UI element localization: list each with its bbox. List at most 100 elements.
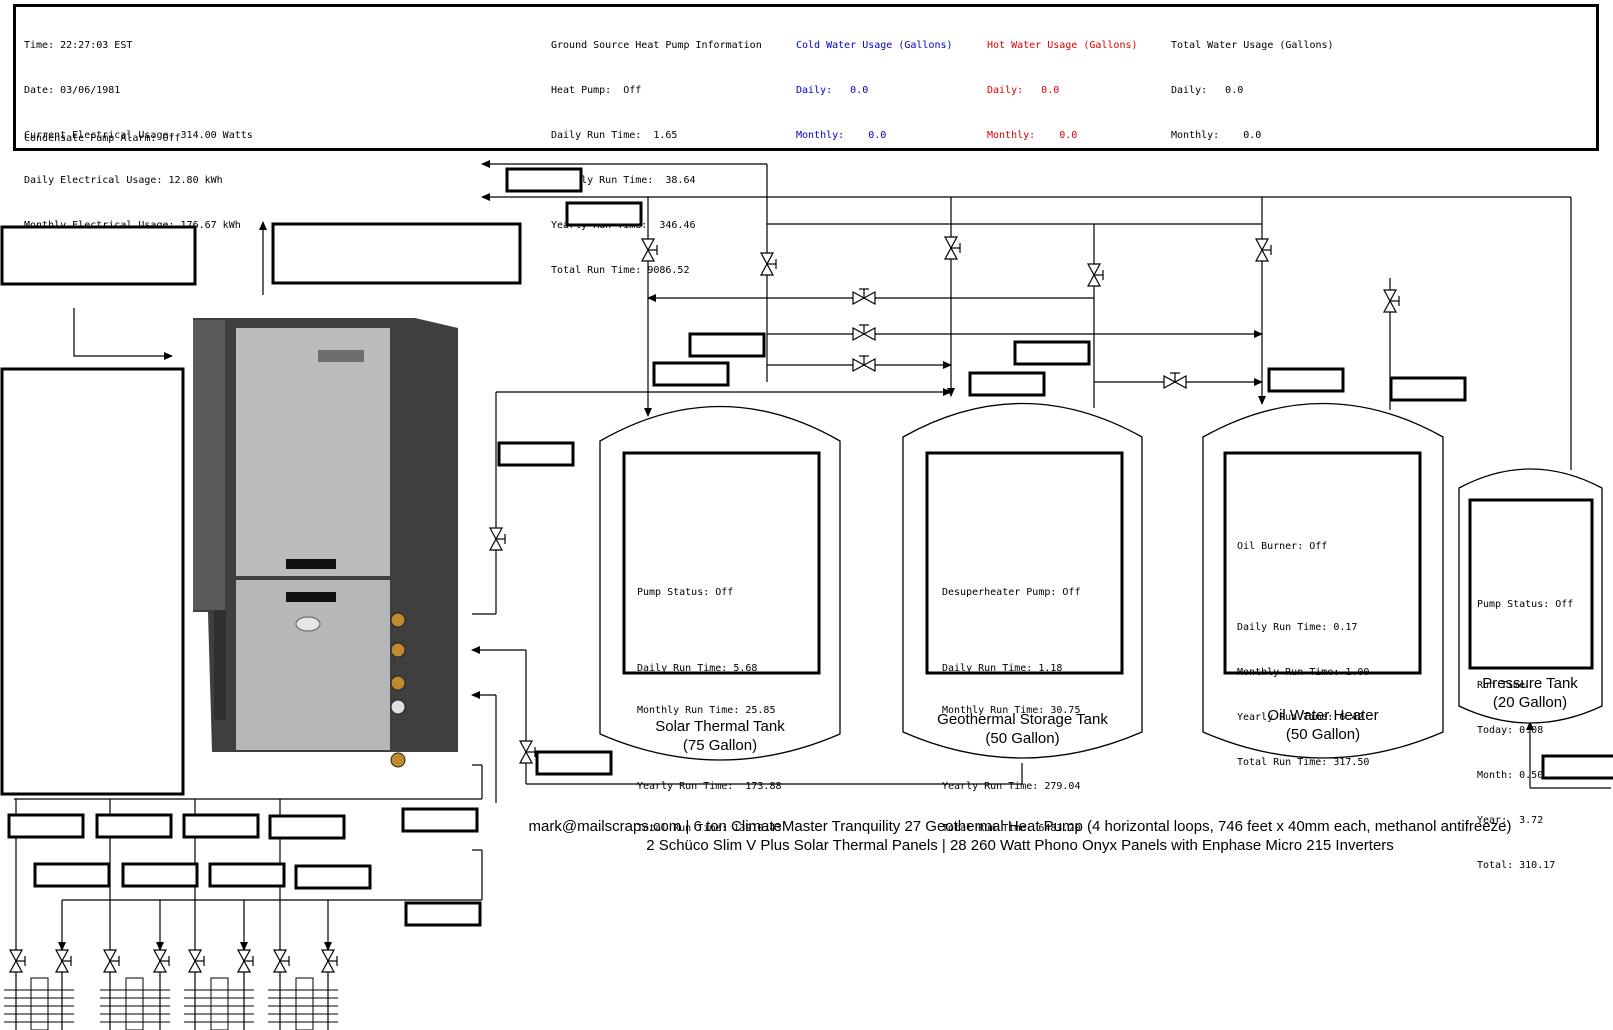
valve-heat-pump-return[interactable] xyxy=(519,740,536,764)
geothermal-tank-label: Geothermal Storage Tank (50 Gallon) xyxy=(937,711,1108,747)
total-water-usage-block: Total Water Usage (Gallons) Daily: 0.0 M… xyxy=(1171,8,1334,158)
solar-pump-status: Pump Status: Off xyxy=(637,587,734,598)
valve-loop-3-supply[interactable] xyxy=(188,949,205,973)
sensor-readout-box xyxy=(33,862,111,888)
pressure-tank-readout: Pump Status: Off Run Time Today: 0.08 Mo… xyxy=(1477,567,1573,888)
sensor-readout-box xyxy=(7,813,85,839)
solar-total-run: Total Run Time: 13910.43 xyxy=(637,823,782,834)
pressure-run-month: Month: 0.50 xyxy=(1477,770,1544,781)
ground-loop-coils xyxy=(4,977,338,1030)
valve-solar-inlet[interactable] xyxy=(641,238,658,262)
sensor-readout-box xyxy=(401,807,479,833)
hot-water-daily: Daily: 0.0 xyxy=(987,85,1060,96)
valve-cross-4[interactable] xyxy=(1163,372,1187,389)
sensor-readout-box xyxy=(208,862,286,888)
oil-heater-label: Oil Water Heater (50 Gallon) xyxy=(1267,707,1379,743)
condensate-pump-alarm: Condensate Pump Alarm: Off xyxy=(24,133,181,144)
current-electrical-usage: Current Electrical Usage: 314.00 Watts xyxy=(24,130,253,141)
heat-pump-daily-run: Daily Run Time: 1.65 xyxy=(551,130,678,141)
valve-loop-1-supply[interactable] xyxy=(9,949,26,973)
sensor-readouts xyxy=(0,167,1613,927)
cold-water-monthly: Monthly: 0.0 xyxy=(796,130,887,141)
sensor-readout-box xyxy=(268,814,346,840)
pressure-run-total: Total: 310.17 xyxy=(1477,860,1556,871)
sensor-readout-large-1 xyxy=(0,225,197,286)
valve-cross-3[interactable] xyxy=(852,355,876,372)
sensor-readout-box xyxy=(1541,754,1613,780)
valve-loop-2-supply[interactable] xyxy=(103,949,120,973)
sensor-readout-box xyxy=(1013,340,1091,366)
total-water-monthly: Monthly: 0.0 xyxy=(1171,130,1262,141)
geothermal-monthly-run: Monthly Run Time: 30.75 xyxy=(942,705,1081,716)
hot-water-usage-block: Hot Water Usage (Gallons) Daily: 0.0 Mon… xyxy=(987,8,1138,158)
sensor-readout-box xyxy=(535,750,613,776)
water-fitting-3 xyxy=(390,675,406,691)
sensor-readout-tall xyxy=(0,367,185,796)
oil-burner-status: Oil Burner: Off xyxy=(1237,541,1328,552)
sensor-readout-box xyxy=(1389,376,1467,402)
geothermal-tank-readout: Desuperheater Pump: Off Daily Run Time: … xyxy=(942,558,1080,850)
valve-cross-2[interactable] xyxy=(852,324,876,341)
solar-readout-frame xyxy=(622,451,821,675)
heat-pump-control-strip xyxy=(214,610,226,720)
water-fitting-1 xyxy=(390,612,406,628)
climatemaster-logo-badge xyxy=(295,616,321,632)
oil-total-run: Total Run Time: 317.50 xyxy=(1237,757,1370,768)
heat-pump-lower-panel xyxy=(236,580,390,750)
pressure-tank-label: Pressure Tank (20 Gallon) xyxy=(1482,675,1578,711)
oil-yearly-run: Yearly Run Time: 6.42 xyxy=(1237,712,1364,723)
valve-geothermal-return[interactable] xyxy=(1087,263,1104,287)
footer-solar-description: 2 Schüco Slim V Plus Solar Thermal Panel… xyxy=(646,837,1394,854)
sensor-readout-large-2 xyxy=(271,222,522,285)
valve-loop-2-return[interactable] xyxy=(153,949,170,973)
geothermal-total-run: Total Run Time: 6483.20 xyxy=(942,823,1081,834)
valve-loop-4-supply[interactable] xyxy=(273,949,290,973)
readout-frames xyxy=(622,451,1594,675)
valve-loop-3-return[interactable] xyxy=(237,949,254,973)
sensor-readout-box xyxy=(1267,367,1345,393)
geothermal-yearly-run: Yearly Run Time: 279.04 xyxy=(942,781,1081,792)
pressure-run-year: Year: 3.72 xyxy=(1477,815,1544,826)
pressure-readout-frame xyxy=(1468,498,1594,670)
date-readout: Date: 03/06/1981 xyxy=(24,85,121,96)
desuperheater-pump-status: Desuperheater Pump: Off xyxy=(942,587,1081,598)
heat-pump-info-title: Ground Source Heat Pump Information xyxy=(551,40,762,51)
heat-pump-upper-panel xyxy=(236,328,390,576)
footer-system-description: mark@mailscraps.com | 6 ton ClimateMaste… xyxy=(528,818,1512,835)
heat-pump-grille-lower xyxy=(286,592,336,602)
valve-loop-4-return[interactable] xyxy=(321,949,338,973)
sensor-readout-box xyxy=(497,441,575,467)
valve-loop-1-return[interactable] xyxy=(55,949,72,973)
geothermal-daily-run: Daily Run Time: 1.18 xyxy=(942,663,1063,674)
oil-daily-run: Daily Run Time: 0.17 xyxy=(1237,622,1358,633)
water-fitting-2 xyxy=(390,642,406,658)
valve-oil-inlet[interactable] xyxy=(1255,238,1272,262)
sensor-readout-box xyxy=(294,864,372,890)
oil-readout-frame xyxy=(1223,451,1422,675)
valve-cross-1[interactable] xyxy=(852,288,876,305)
heat-pump-total-run: Total Run Time: 9086.52 xyxy=(551,265,690,276)
water-fitting-5 xyxy=(390,752,406,768)
sensor-readout-box xyxy=(121,862,199,888)
solar-daily-run: Daily Run Time: 5.68 xyxy=(637,663,758,674)
valve-solar-return[interactable] xyxy=(760,252,777,276)
total-water-daily: Daily: 0.0 xyxy=(1171,85,1244,96)
valve-pressure-line[interactable] xyxy=(1383,289,1400,313)
sensor-readout-box xyxy=(505,167,583,193)
solar-tank-readout: Pump Status: Off Daily Run Time: 5.68 Mo… xyxy=(637,558,782,850)
pressure-run-today: Today: 0.08 xyxy=(1477,725,1544,736)
sensor-readout-box xyxy=(652,361,730,387)
valve-geothermal-inlet[interactable] xyxy=(944,236,961,260)
total-water-title: Total Water Usage (Gallons) xyxy=(1171,40,1334,51)
geothermal-readout-frame xyxy=(925,451,1124,675)
sensor-readout-box xyxy=(95,813,173,839)
oil-heater-readout: Oil Burner: Off Daily Run Time: 0.17 Mon… xyxy=(1237,509,1369,785)
sensor-readout-box xyxy=(404,901,482,927)
ground-loop-2 xyxy=(100,977,170,1030)
hot-water-title: Hot Water Usage (Gallons) xyxy=(987,40,1138,51)
solar-monthly-run: Monthly Run Time: 25.85 xyxy=(637,705,776,716)
heat-pump-grille-upper xyxy=(286,559,336,569)
valve-heat-pump-out[interactable] xyxy=(489,527,506,551)
ground-loop-3 xyxy=(184,977,254,1030)
cold-water-daily: Daily: 0.0 xyxy=(796,85,869,96)
